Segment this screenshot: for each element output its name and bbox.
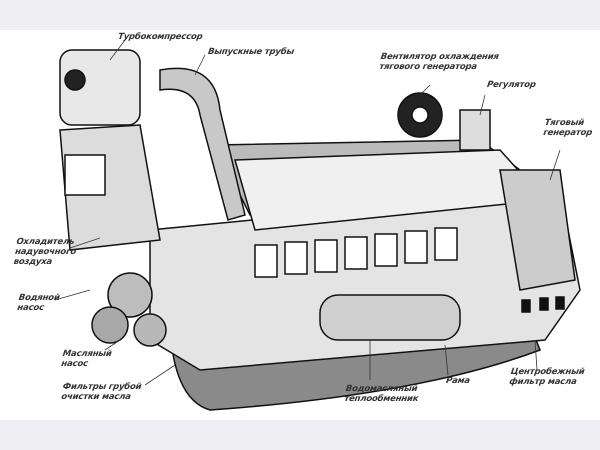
label-heat-exchanger-line1: Водомасляный <box>345 384 418 394</box>
label-centrifugal-filter: Центробежный фильтр масла <box>509 367 585 387</box>
label-cooler-line2: надувочного <box>14 247 77 257</box>
label-heat-exchanger: Водомасляный теплообменник <box>344 384 421 404</box>
label-exhaust-pipes: Выпускные трубы <box>207 47 295 57</box>
label-cooler-line3: воздуха <box>12 257 53 267</box>
turbocharger-body <box>59 49 141 126</box>
label-regulator: Регулятор <box>486 80 537 90</box>
label-oil-pump: Масляный насос <box>61 349 113 369</box>
label-oil-pump-line1: Масляный <box>62 349 113 359</box>
label-filters-line2: очистки масла <box>60 392 132 402</box>
generator <box>499 169 576 291</box>
label-centrifugal-line2: фильтр масла <box>508 377 578 387</box>
engine-illustration <box>54 39 581 411</box>
label-turbocharger: Турбокомпрессор <box>117 32 204 42</box>
label-water-pump-line2: насос <box>16 303 45 313</box>
label-fan-line1: Вентилятор охлаждения <box>380 52 500 62</box>
label-water-pump-line1: Водяной <box>18 293 61 303</box>
engine-diagram: Турбокомпрессор Выпускные трубы Вентилят… <box>0 30 600 420</box>
label-cooler-line1: Охладитель <box>15 237 75 247</box>
label-generator-line2: генератор <box>542 128 593 138</box>
label-heat-exchanger-line2: теплообменник <box>343 394 419 404</box>
label-frame: Рама <box>445 376 471 386</box>
exhaust-pipe <box>159 67 246 221</box>
label-oil-filters: Фильтры грубой очистки масла <box>61 382 142 402</box>
label-fan: Вентилятор охлаждения тягового генератор… <box>379 52 500 72</box>
heat-exchanger <box>319 294 461 341</box>
label-filters-line1: Фильтры грубой <box>62 382 143 392</box>
label-generator-line1: Тяговый <box>544 118 585 128</box>
label-water-pump: Водяной насос <box>17 293 61 313</box>
label-oil-pump-line2: насос <box>60 359 89 369</box>
label-air-cooler: Охладитель надувочного воздуха <box>13 237 78 267</box>
label-centrifugal-line1: Центробежный <box>510 367 586 377</box>
label-fan-line2: тягового генератора <box>378 62 478 72</box>
label-generator: Тяговый генератор <box>543 118 595 138</box>
